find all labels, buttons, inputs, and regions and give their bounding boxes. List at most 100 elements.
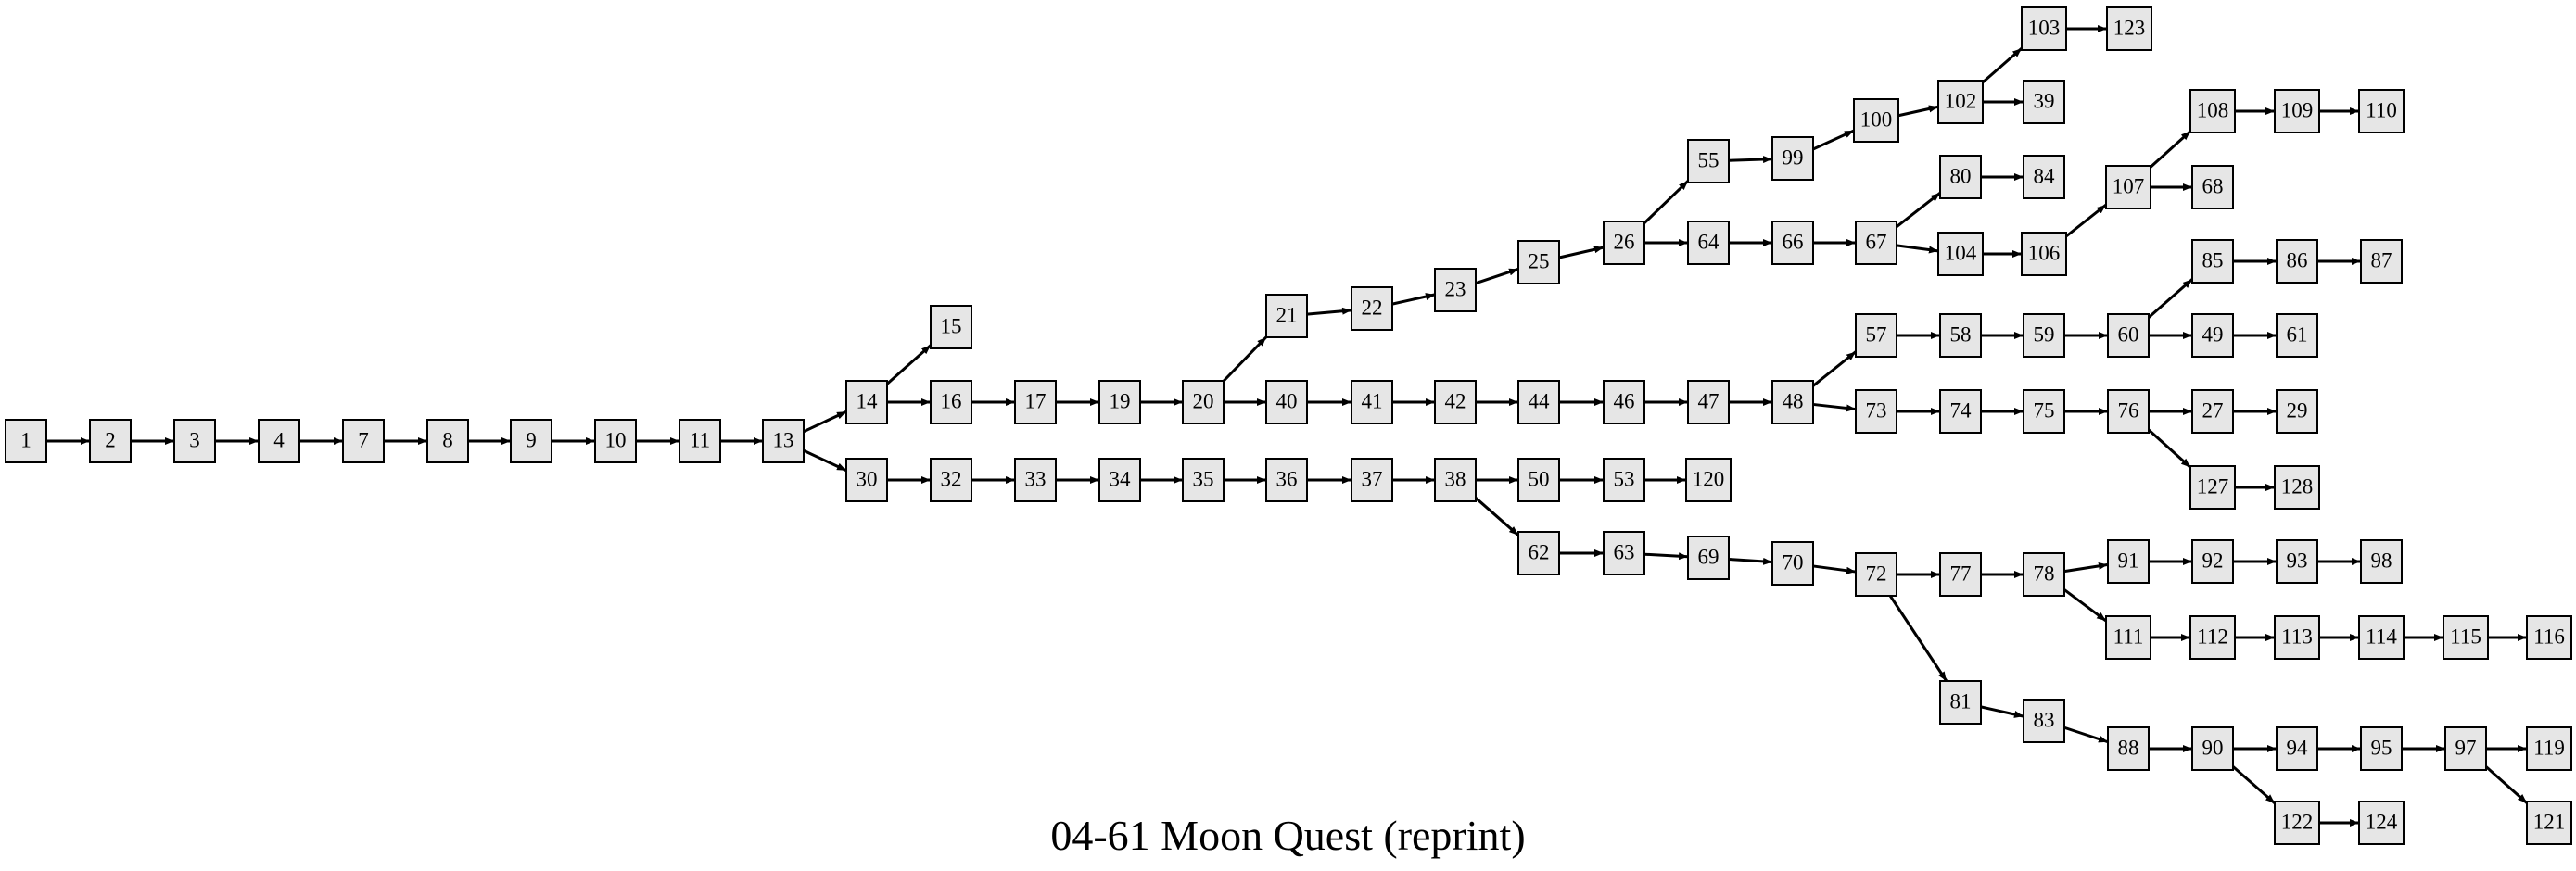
node-63: 63 [1603, 531, 1645, 575]
node-label: 114 [2366, 625, 2397, 648]
node-label: 19 [1110, 389, 1131, 412]
node-box [594, 419, 637, 463]
node-22: 22 [1351, 286, 1393, 331]
node-label: 122 [2281, 810, 2314, 833]
node-label: 109 [2281, 98, 2314, 121]
node-44: 44 [1517, 380, 1560, 424]
node-box [1351, 380, 1393, 424]
node-81: 81 [1939, 680, 1982, 725]
node-label: 124 [2366, 810, 2398, 833]
node-box [1603, 380, 1645, 424]
node-41: 41 [1351, 380, 1393, 424]
node-box [1517, 380, 1560, 424]
node-box [1014, 458, 1057, 502]
node-108: 108 [2189, 89, 2236, 133]
node-55: 55 [1687, 139, 1730, 183]
node-86: 86 [2276, 239, 2318, 284]
node-box [1685, 458, 1732, 502]
node-box [2358, 89, 2405, 133]
node-label: 94 [2287, 736, 2309, 759]
edge-38-to-62 [1475, 497, 1519, 536]
node-label: 25 [1529, 249, 1550, 272]
node-120: 120 [1685, 458, 1732, 502]
node-label: 116 [2533, 625, 2565, 648]
node-label: 9 [526, 428, 537, 451]
node-3: 3 [173, 419, 216, 463]
node-label: 22 [1362, 296, 1383, 319]
node-104: 104 [1937, 232, 1984, 276]
node-box [1687, 221, 1730, 265]
edge-25-to-26 [1558, 246, 1605, 259]
edge-22-to-23 [1391, 293, 1436, 306]
node-121: 121 [2526, 801, 2572, 845]
node-box [2191, 313, 2234, 358]
node-8: 8 [426, 419, 469, 463]
node-90: 90 [2191, 726, 2234, 771]
node-box [1517, 531, 1560, 575]
node-box [2023, 313, 2065, 358]
node-19: 19 [1098, 380, 1141, 424]
edge-67-to-80 [1896, 191, 1941, 229]
node-box [1771, 221, 1814, 265]
node-box [258, 419, 300, 463]
node-label: 48 [1783, 389, 1804, 412]
edge-48-to-57 [1812, 350, 1857, 387]
node-label: 73 [1866, 398, 1887, 422]
node-64: 64 [1687, 221, 1730, 265]
node-box [1939, 552, 1982, 597]
node-box [1853, 98, 1899, 143]
node-box [1937, 80, 1984, 124]
node-70: 70 [1771, 541, 1814, 586]
node-47: 47 [1687, 380, 1730, 424]
node-box [1517, 458, 1560, 502]
node-label: 8 [442, 428, 453, 451]
edge-70-to-72 [1812, 564, 1857, 574]
node-label: 76 [2118, 398, 2139, 422]
node-1: 1 [5, 419, 47, 463]
node-box [1265, 458, 1308, 502]
node-box [2191, 239, 2234, 284]
node-62: 62 [1517, 531, 1560, 575]
node-label: 91 [2118, 549, 2139, 572]
node-box [1351, 286, 1393, 331]
node-4: 4 [258, 419, 300, 463]
node-30: 30 [845, 458, 888, 502]
node-label: 115 [2450, 625, 2481, 648]
node-114: 114 [2358, 615, 2405, 660]
node-115: 115 [2443, 615, 2489, 660]
node-box [2023, 552, 2065, 597]
node-box [2191, 726, 2234, 771]
node-20: 20 [1182, 380, 1225, 424]
edge-106-to-107 [2065, 203, 2107, 238]
node-label: 16 [941, 389, 962, 412]
node-label: 87 [2371, 248, 2392, 271]
node-label: 104 [1945, 241, 1977, 264]
node-34: 34 [1098, 458, 1141, 502]
edge-55-to-99 [1728, 156, 1773, 164]
edge-107-to-108 [2149, 130, 2192, 169]
node-label: 111 [2113, 625, 2144, 648]
node-label: 29 [2287, 398, 2308, 422]
node-label: 59 [2034, 322, 2055, 346]
node-label: 1 [20, 428, 32, 451]
node-label: 86 [2287, 248, 2308, 271]
node-33: 33 [1014, 458, 1057, 502]
node-box [1687, 139, 1730, 183]
node-67: 67 [1855, 221, 1897, 265]
node-label: 64 [1698, 230, 1720, 253]
edge-20-to-21 [1222, 335, 1268, 383]
edge-72-to-81 [1888, 595, 1948, 682]
node-label: 106 [2028, 241, 2061, 264]
node-label: 11 [690, 428, 710, 451]
edge-23-to-25 [1475, 267, 1519, 285]
node-78: 78 [2023, 552, 2065, 597]
edge-26-to-55 [1643, 180, 1690, 224]
node-16: 16 [930, 380, 972, 424]
node-15: 15 [930, 305, 972, 349]
node-93: 93 [2276, 539, 2318, 584]
edge-76-to-127 [2147, 428, 2192, 469]
node-box [1434, 380, 1477, 424]
node-box [2276, 239, 2318, 284]
node-box [762, 419, 805, 463]
